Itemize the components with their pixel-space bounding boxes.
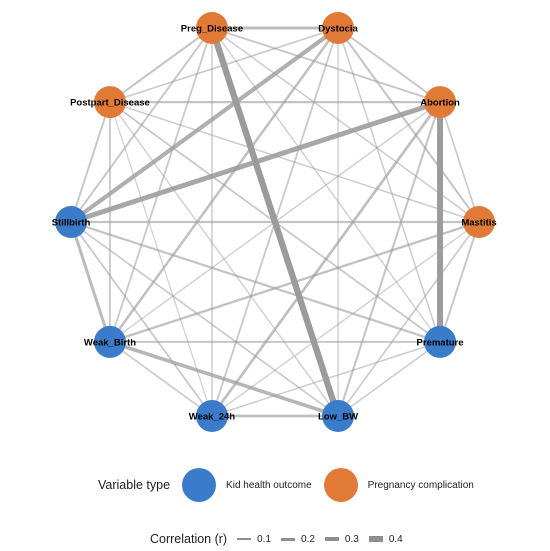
node-weak-24h: Weak_24h <box>189 400 235 433</box>
edge-weak_24h-mastitis <box>211 221 480 417</box>
edge-stillbirth-weak_24h <box>70 221 213 417</box>
node-premature: Premature <box>417 325 464 358</box>
edge-preg_disease-premature <box>211 27 441 343</box>
edge-abortion-low_bw <box>337 101 442 417</box>
edge-abortion-mastitis <box>439 101 480 223</box>
edge-abortion-weak_24h <box>210 101 442 417</box>
correlation-legend-items: 0.1 0.2 0.3 0.4 <box>235 534 403 545</box>
node-circle <box>424 86 457 119</box>
edge-preg_disease-mastitis <box>211 27 480 223</box>
edge-preg_disease-weak_birth <box>109 27 213 343</box>
edge-dystocia-stillbirth <box>69 26 340 224</box>
node-mastitis: Mastitis <box>461 206 497 238</box>
node-circle <box>93 325 126 358</box>
correlation-legend-line <box>281 537 296 541</box>
correlation-legend-line <box>237 538 252 540</box>
edge-dystocia-weak_birth <box>108 27 340 343</box>
edge-premature-low_bw <box>337 341 441 417</box>
correlation-legend-line <box>368 536 383 542</box>
edges-layer <box>69 26 480 418</box>
node-circle <box>195 11 228 44</box>
nodes-layer: Preg_Disease DystociaAbortionMastitisPrem… <box>52 11 497 433</box>
node-label: Low_BW <box>318 412 358 423</box>
node-postpart-disease: Postpart_Disease <box>70 86 150 119</box>
kid-health-outcome-label: Kid health outcome <box>226 479 312 491</box>
node-label: Dystocia <box>318 23 358 34</box>
edge-postpart_disease-low_bw <box>109 101 339 417</box>
kid-health-outcome-swatch <box>182 468 217 502</box>
correlation-legend-value: 0.3 <box>344 533 359 545</box>
node-circle <box>55 206 87 238</box>
edge-dystocia-premature <box>337 27 441 343</box>
node-circle <box>93 86 126 119</box>
node-label: Preg_Disease <box>181 23 243 34</box>
edge-dystocia-abortion <box>337 27 441 103</box>
edge-stillbirth-premature <box>70 220 441 343</box>
node-label: Stillbirth <box>52 218 91 229</box>
node-label: Weak_24h <box>189 412 235 423</box>
node-low-bw: Low_BW <box>318 400 358 433</box>
correlation-legend-title: Correlation (r) <box>150 532 228 546</box>
node-label: Premature <box>417 337 464 348</box>
edge-preg_disease-low_bw <box>208 27 342 417</box>
node-stillbirth: Stillbirth <box>52 206 91 238</box>
variable-type-legend-title: Variable type <box>98 478 171 492</box>
node-dystocia: Dystocia <box>318 11 359 44</box>
edge-preg_disease-stillbirth <box>70 27 213 223</box>
variable-type-legend: Variable type Kid health outcome Pregnan… <box>98 468 474 502</box>
pregnancy-complication-swatch <box>323 468 358 502</box>
correlation-legend: Correlation (r) 0.1 0.2 0.3 0.4 <box>150 532 403 546</box>
node-label: Weak_Birth <box>84 337 136 348</box>
edge-stillbirth-weak_birth <box>69 221 112 343</box>
edge-mastitis-premature <box>439 221 480 343</box>
edge-dystocia-mastitis <box>337 27 480 223</box>
edge-preg_disease-postpart_disease <box>109 27 213 103</box>
edge-postpart_disease-stillbirth <box>70 101 111 223</box>
node-label: Abortion <box>420 98 460 109</box>
edge-preg_disease-abortion <box>211 27 441 104</box>
node-circle <box>424 325 457 358</box>
node-circle <box>322 400 355 433</box>
correlation-legend-line <box>324 536 339 542</box>
correlation-legend-value: 0.2 <box>301 533 315 545</box>
edge-weak_birth-low_bw <box>109 340 339 418</box>
node-label: Mastitis <box>461 218 496 229</box>
edge-postpart_disease-weak_24h <box>109 101 213 417</box>
edge-stillbirth-low_bw <box>70 221 339 417</box>
correlation-network: Preg_Disease DystociaAbortionMastitisPrem… <box>52 11 497 433</box>
node-circle <box>463 206 495 238</box>
node-weak-birth: Weak_Birth <box>84 325 136 358</box>
node-preg-disease: Preg_Disease <box>181 11 243 44</box>
correlation-legend-value: 0.4 <box>388 533 403 545</box>
edge-weak_24h-weak_birth <box>109 341 213 417</box>
node-circle <box>195 400 228 433</box>
pregnancy-complication-label: Pregnancy complication <box>367 479 474 491</box>
correlation-legend-value: 0.1 <box>257 533 272 545</box>
node-abortion: Abortion <box>420 86 460 119</box>
node-label: Postpart_Disease <box>70 98 150 109</box>
node-circle <box>322 11 355 44</box>
